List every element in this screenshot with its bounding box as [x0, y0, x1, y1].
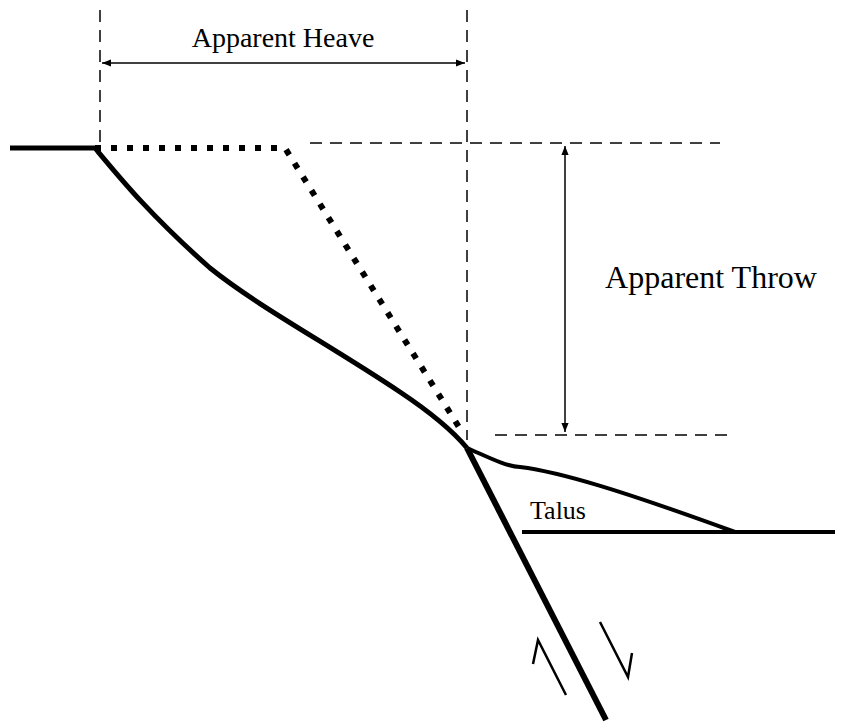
- dashed-line: [310, 142, 720, 144]
- heave-dimension-arrow: [102, 62, 465, 64]
- dimension-label: Apparent Throw: [603, 260, 819, 295]
- fault-line: [467, 448, 606, 720]
- dimension-label: Apparent Heave: [190, 23, 377, 54]
- talus-base: [522, 530, 737, 534]
- reference-lines: [100, 10, 735, 440]
- dashed-line: [99, 10, 101, 148]
- slip-half-arrow: [533, 640, 566, 695]
- throw-dimension-arrow: [564, 146, 566, 432]
- ground-surface: [10, 148, 467, 448]
- slip-half-arrow: [600, 622, 632, 677]
- deposit-label: Talus: [528, 497, 588, 526]
- dashed-line: [466, 10, 468, 440]
- talus-surface: [467, 448, 835, 532]
- original-scarp-dotted: [95, 148, 462, 432]
- dashed-line: [495, 434, 735, 436]
